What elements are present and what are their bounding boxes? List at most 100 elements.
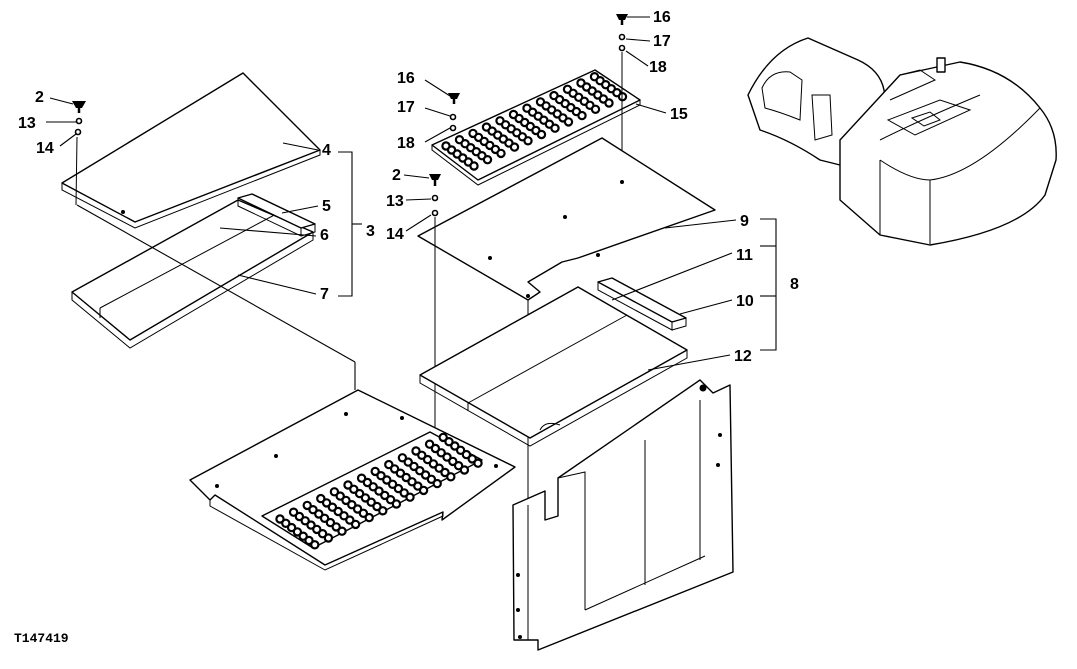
perforation-hole [436,448,446,458]
perforation-hole [387,479,398,489]
perforation-hole [300,516,310,526]
callout-17-right: 17 [653,33,671,50]
perforation-hole [374,486,384,496]
perforation-hole [358,508,369,518]
callout-12: 12 [734,348,752,365]
perforation-hole [317,529,328,539]
callout-2-center: 2 [392,167,401,184]
floor-mat [189,389,516,571]
perforation-hole [382,475,392,485]
perforation-hole [399,488,409,498]
perforation-hole [422,454,433,465]
callout-16-center: 16 [397,70,415,87]
perforation-hole [378,506,388,516]
perforation-hole [362,477,373,488]
callout-11: 11 [736,247,753,264]
center-bar-10 [597,277,687,331]
perforation-hole [364,512,374,523]
perforation-hole [294,511,305,522]
perforation-hole [509,142,520,152]
perforation-hole [461,449,472,460]
callout-15: 15 [670,106,688,123]
perforation-hole [403,457,413,467]
perforation-hole [430,443,441,454]
perforation-hole [434,463,444,473]
perforation-hole [440,467,450,478]
perforation-hole [405,492,415,502]
perforation-hole [337,526,347,536]
callout-13-center: 13 [386,193,404,210]
perforation-hole [428,459,439,469]
perforation-hole [467,454,477,464]
perforation-hole [331,522,341,532]
perforation-hole [395,468,406,478]
perforation-hole [316,493,326,504]
perforation-hole [376,471,386,481]
perforation-hole [329,487,340,497]
perforation-hole [384,459,394,470]
perforation-hole [370,466,380,477]
callout-3: 3 [366,223,375,240]
excavator-upper-structure-icon [747,37,1057,246]
callout-18-right: 18 [649,59,667,76]
callout-9: 9 [740,213,749,230]
perforation-hole [327,502,338,512]
perforation-hole [455,445,466,455]
perforation-hole [352,504,363,514]
perforation-hole [469,161,479,171]
perforation-hole [356,473,367,483]
perforation-hole [459,465,470,475]
perforation-hole [366,497,376,507]
perforation-hole [341,495,351,506]
left-bar-5 [237,193,316,237]
perforation-hole [343,480,353,490]
callout-5: 5 [322,198,331,215]
left-fastener-2 [72,101,86,206]
callout-10: 10 [736,293,754,310]
rear-wall-panel [512,379,734,651]
perforation-hole [306,520,316,530]
perforation-hole [354,488,365,499]
center-top-panel-9 [417,137,716,301]
perforation-hole [360,493,371,503]
perforation-hole [473,458,483,468]
perforation-hole [349,484,359,494]
perforation-hole [417,450,427,460]
perforation-hole [577,110,587,121]
perforation-holes-bottom [275,432,483,550]
perforation-hole [563,117,574,127]
perforation-hole [335,491,345,501]
perforation-hole [442,452,452,462]
perforation-hole [536,129,547,140]
perforation-hole [391,499,402,509]
callout-13-left: 13 [18,115,36,132]
perforation-hole [302,500,312,511]
perforation-hole [339,511,349,521]
perforation-hole [380,490,390,501]
perforation-hole [385,495,396,505]
perforation-hole [432,478,442,489]
perforation-hole [345,515,355,525]
callout-2-left: 2 [35,89,44,106]
perforation-hole [438,432,448,443]
perforation-hole [323,533,334,543]
perforation-hole [372,501,382,512]
perforation-hole [448,456,458,467]
perforation-hole [393,483,404,494]
callout-17-center: 17 [397,99,415,116]
callout-14-center: 14 [386,226,404,243]
perforation-hole [604,98,614,108]
center-bottom-panel-12 [419,286,688,447]
perforation-hole [397,453,408,463]
callout-18-center: 18 [397,135,415,152]
perforation-hole [550,123,560,133]
perforation-hole [286,522,297,533]
perforation-hole [325,517,336,528]
figure-id: T147419 [14,631,69,646]
perforation-hole [446,472,456,482]
perforation-hole [310,540,320,550]
perforation-hole [292,527,303,537]
perforation-holes-top [441,71,628,171]
callout-16-right: 16 [653,9,671,26]
callout-8: 8 [790,276,799,293]
